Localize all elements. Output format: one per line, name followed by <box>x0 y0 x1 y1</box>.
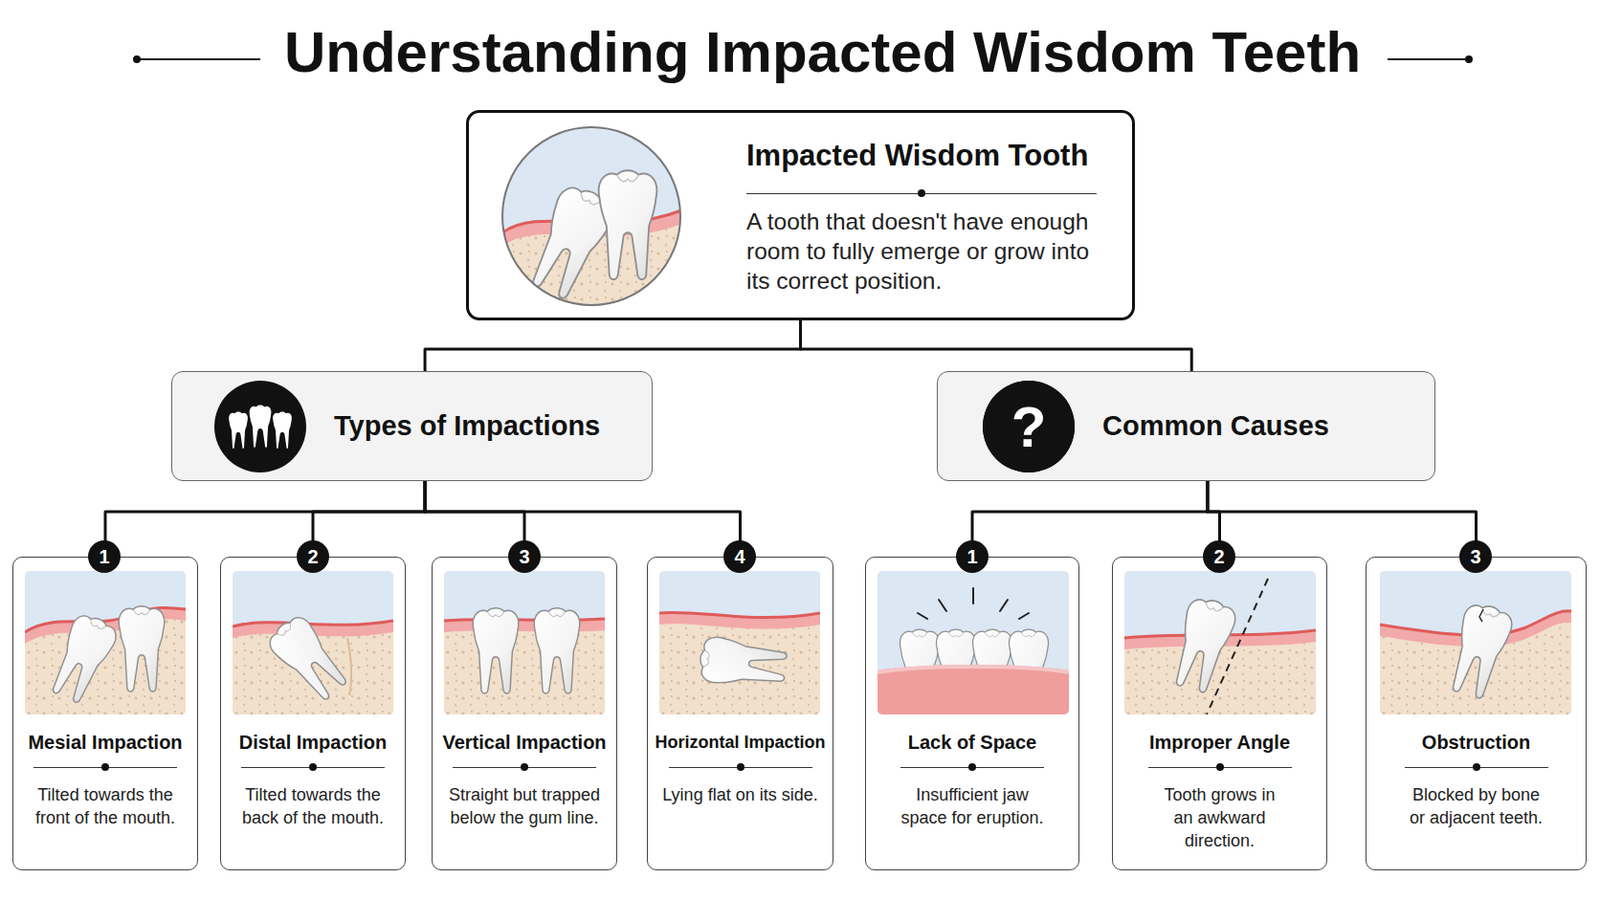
type-card: Improper AngleTooth grows in an awkward … <box>1111 556 1328 871</box>
callout-number: 3 <box>1459 540 1492 574</box>
node-heading: Distal Impaction <box>227 730 399 756</box>
divider-line <box>241 767 385 769</box>
question-icon-circle <box>982 380 1075 473</box>
node-description: Straight but trapped below the gum line. <box>445 783 604 830</box>
teeth-icon <box>214 380 307 473</box>
node-heading: Lack of Space <box>872 730 1072 756</box>
type-card: Vertical ImpactionStraight but trapped b… <box>431 556 618 871</box>
title-rule <box>1387 58 1469 61</box>
node-heading: Improper Angle <box>1119 730 1320 756</box>
connector-line <box>424 481 525 557</box>
divider-line <box>33 767 178 769</box>
connector-line <box>1207 481 1221 557</box>
callout-number: 1 <box>955 540 989 574</box>
callout-number: 2 <box>1202 540 1236 574</box>
mesial-illustration <box>24 571 186 715</box>
node-heading: Impacted Wisdom Tooth <box>746 137 1133 175</box>
node-description: Insufficient jaw space for eruption. <box>895 783 1049 830</box>
divider-line <box>452 767 597 769</box>
definition-box: Impacted Wisdom Tooth A tooth that doesn'… <box>466 110 1135 321</box>
node-heading: Mesial Impaction <box>20 730 191 756</box>
node-description: Tilted towards the front of the mouth. <box>33 783 178 830</box>
title-dot <box>1465 55 1473 64</box>
node-description: Lying flat on its side. <box>659 783 823 807</box>
callout-number: 3 <box>508 540 541 574</box>
connector-line <box>1207 481 1477 557</box>
horizontal-illustration <box>659 571 821 715</box>
type-card: ObstructionBlocked by bone or adjacent t… <box>1365 556 1587 871</box>
type-card: Horizontal ImpactionLying flat on its si… <box>646 556 834 871</box>
connector-line <box>312 481 425 557</box>
distal-illustration <box>232 571 394 715</box>
divider-line <box>900 767 1045 769</box>
title-rule <box>136 58 261 61</box>
type-card: Mesial ImpactionTilted towards the front… <box>12 556 199 871</box>
angle-illustration <box>1124 571 1316 715</box>
connector-line <box>800 320 1193 372</box>
connector-line <box>105 481 425 557</box>
type-card: Lack of SpaceInsufficient jaw space for … <box>865 556 1080 871</box>
obstruction-illustration <box>1379 571 1572 715</box>
diagram-title: Understanding Impacted Wisdom Teeth <box>280 19 1365 87</box>
node-heading: Obstruction <box>1373 730 1579 756</box>
divider-line <box>1404 767 1549 769</box>
node-heading: Common Causes <box>1102 410 1330 443</box>
node-description: A tooth that doesn't have enough room to… <box>746 206 1106 296</box>
node-description: Blocked by bone or adjacent teeth. <box>1406 783 1546 830</box>
question-icon: ? <box>982 380 1075 473</box>
callout-number: 1 <box>88 540 121 574</box>
definition-illustration <box>501 126 682 307</box>
callout-number: 2 <box>296 540 330 574</box>
connector-line <box>424 320 800 372</box>
node-heading: Types of Impactions <box>333 410 600 443</box>
title-dot <box>133 55 141 64</box>
connector-line <box>424 481 740 557</box>
node-description: Tilted towards the back of the mouth. <box>241 783 385 830</box>
crowding-illustration <box>877 571 1069 715</box>
connector-line <box>972 481 1208 557</box>
node-heading: Vertical Impaction <box>439 730 610 756</box>
divider-line <box>1148 767 1292 769</box>
category-box: Types of Impactions <box>171 371 653 482</box>
divider-line <box>668 767 813 769</box>
type-card: Distal ImpactionTilted towards the back … <box>220 556 406 871</box>
node-heading: Horizontal Impaction <box>654 730 826 756</box>
callout-number: 4 <box>723 540 756 574</box>
vertical-illustration <box>444 571 605 715</box>
node-description: Tooth grows in an awkward direction. <box>1158 783 1282 853</box>
category-box: Common Causes <box>936 371 1436 482</box>
divider-line <box>746 193 1097 195</box>
